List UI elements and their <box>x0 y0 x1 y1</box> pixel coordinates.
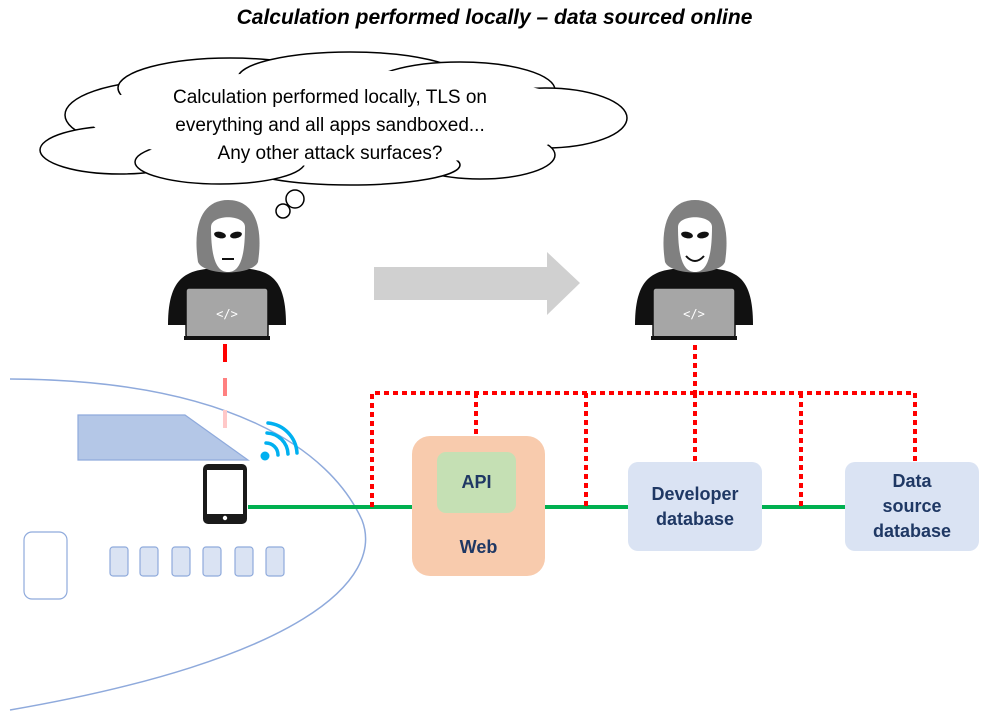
wifi-icon <box>260 421 299 461</box>
transition-arrow <box>374 252 580 315</box>
data-source-database-box <box>845 462 979 551</box>
thought-bubbles <box>275 189 305 219</box>
developer-database-label-line: database <box>655 509 735 529</box>
airplane-windows <box>109 546 285 577</box>
airplane-fuselage <box>9 378 367 711</box>
hacker-thinking-icon <box>168 200 286 340</box>
attack-path-bus <box>370 391 917 507</box>
hacker-smiling-icon <box>635 200 753 340</box>
developer-database-label-line: Developer <box>651 484 739 504</box>
developer-database-label: Developer database <box>628 482 762 532</box>
api-box <box>437 452 516 513</box>
laptop-code-label: </> <box>216 307 238 321</box>
thought-cloud-fill <box>90 70 590 166</box>
laptop-code-label: </> <box>683 307 705 321</box>
thought-line: everything and all apps sandboxed... <box>175 115 485 136</box>
data-source-database-label: Data source database <box>845 469 979 544</box>
page-title: Calculation performed locally – data sou… <box>236 6 753 29</box>
airplane-door <box>23 531 68 600</box>
thought-line: Calculation performed locally, TLS on <box>172 87 487 108</box>
airplane-window <box>265 546 285 577</box>
tablet-icon <box>203 464 247 524</box>
data-source-database-label-line: database <box>872 521 952 541</box>
airplane-cockpit-window <box>77 414 250 461</box>
thought-line: Any other attack surfaces? <box>217 143 443 164</box>
data-source-database-label-line: Data <box>892 471 932 491</box>
airplane-window <box>109 546 129 577</box>
airplane-window <box>202 546 222 577</box>
developer-database-box <box>628 462 762 551</box>
api-label: API <box>461 472 492 492</box>
data-source-database-label-line: source <box>882 496 942 516</box>
airplane-window <box>139 546 159 577</box>
airplane-window <box>234 546 254 577</box>
airplane-window <box>171 546 191 577</box>
web-label: Web <box>459 537 498 557</box>
thought-text: Calculation performed locally, TLS on ev… <box>145 84 515 168</box>
attack-paths <box>370 345 917 507</box>
